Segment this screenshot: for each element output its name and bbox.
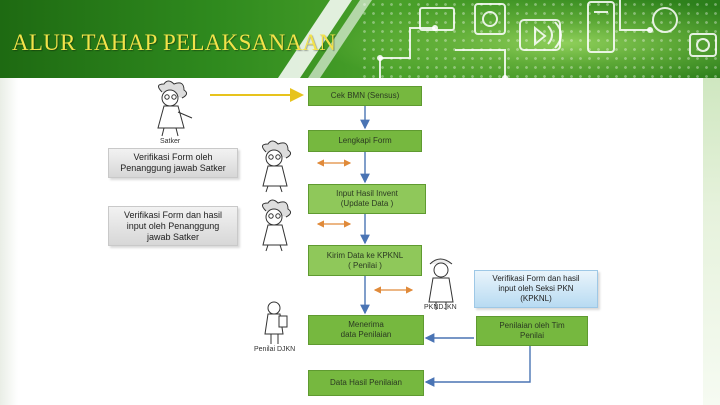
header-banner: ALUR TAHAP PELAKSANAAN (0, 0, 720, 78)
actor-label-pkndjkn: PKNDJKN (424, 304, 457, 311)
step-menerima: Menerima data Penilaian (308, 315, 424, 345)
note-verif-input-line1: Verifikasi Form dan hasil (123, 209, 223, 220)
note-verif-input-line3: jawab Satker (146, 231, 200, 242)
step-penilaian-tim-line2: Penilai (519, 331, 544, 340)
page-title: ALUR TAHAP PELAKSANAAN (12, 30, 337, 55)
actor-label-satker: Satker (160, 138, 181, 145)
note-verif-satker: Verifikasi Form oleh Penanggung jawab Sa… (108, 148, 238, 178)
step-penilaian-tim-line1: Penilaian oleh Tim (499, 321, 565, 330)
step-cek-bmn-label: Cek BMN (Sensus) (330, 91, 400, 100)
step-lengkapi-form: Lengkapi Form (308, 130, 422, 152)
note-verif-pkn-line1: Verifikasi Form dan hasil (492, 274, 580, 283)
note-verif-satker-line1: Verifikasi Form oleh (133, 152, 213, 162)
clipboard-figure-icon (264, 301, 288, 344)
note-verif-pkn-line2: input oleh Seksi PKN (498, 284, 574, 293)
step-kirim-data: Kirim Data ke KPKNL ( Penilai ) (308, 245, 422, 276)
professor-figure-icon (262, 199, 292, 252)
note-verif-satker-line2: Penanggung jawab Satker (120, 163, 226, 173)
step-input-hasil-line1: Input Hasil Invent (336, 189, 398, 198)
note-verif-pkn: Verifikasi Form dan hasil input oleh Sek… (474, 270, 598, 308)
step-cek-bmn: Cek BMN (Sensus) (308, 86, 422, 106)
arrow-tim-to-datahasil (424, 346, 531, 387)
step-lengkapi-form-label: Lengkapi Form (338, 136, 392, 145)
step-kirim-data-line1: Kirim Data ke KPKNL (326, 250, 404, 260)
nurse-figure-icon (428, 258, 454, 310)
actor-label-penilai-djkn: Penilai DJKN (254, 346, 296, 353)
step-kirim-data-line2: ( Penilai ) (348, 260, 382, 270)
step-input-hasil-line2: (Update Data ) (340, 199, 394, 208)
note-verif-pkn-line3: (KPKNL) (520, 294, 552, 303)
professor-figure-icon (157, 80, 193, 137)
note-verif-input-line2: input oleh Penanggung (126, 220, 220, 231)
step-menerima-line1: Menerima (348, 320, 384, 329)
header-decoration (278, 0, 717, 78)
step-data-hasil: Data Hasil Penilaian (308, 370, 424, 396)
step-menerima-line2: data Penilaian (340, 330, 392, 339)
professor-figure-icon (262, 140, 292, 193)
step-input-hasil: Input Hasil Invent (Update Data ) (308, 184, 426, 214)
step-penilaian-tim: Penilaian oleh Tim Penilai (476, 316, 588, 346)
step-data-hasil-label: Data Hasil Penilaian (329, 378, 403, 387)
note-verif-input: Verifikasi Form dan hasil input oleh Pen… (108, 206, 238, 246)
right-decoration-strip (703, 78, 720, 405)
left-shade (0, 78, 18, 405)
